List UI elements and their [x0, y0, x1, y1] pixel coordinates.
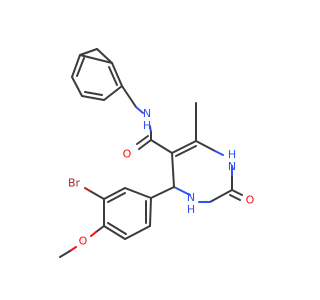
bond	[171, 140, 197, 154]
bond	[195, 140, 216, 152]
bond	[81, 95, 105, 101]
bond	[107, 222, 127, 235]
bond	[124, 225, 151, 240]
bond	[149, 197, 152, 227]
bond	[229, 194, 241, 201]
bond	[150, 186, 175, 199]
bond	[89, 190, 105, 200]
bond	[121, 85, 137, 108]
bond	[150, 139, 173, 154]
bond	[107, 192, 126, 203]
bond	[173, 186, 191, 196]
bond	[79, 54, 113, 64]
bond	[84, 187, 91, 192]
bond	[103, 187, 126, 200]
atom-o-urea: O	[246, 194, 255, 207]
bond	[136, 135, 149, 145]
bond	[124, 187, 152, 199]
bond	[59, 250, 71, 258]
bond	[69, 246, 77, 252]
bond	[111, 62, 123, 87]
bond	[138, 139, 152, 150]
bond	[135, 106, 144, 114]
bond	[95, 225, 105, 233]
bond	[171, 152, 175, 188]
bond	[175, 145, 197, 157]
bond	[103, 85, 123, 101]
bond	[76, 57, 85, 77]
bond	[90, 231, 97, 237]
bond	[71, 76, 83, 97]
bond	[79, 48, 98, 56]
bond	[103, 225, 126, 240]
bond	[214, 150, 224, 156]
bond	[231, 189, 243, 196]
atom-o-methoxy: O	[79, 235, 88, 248]
atom-br: Br	[68, 177, 81, 190]
bond	[149, 125, 152, 133]
bond	[71, 54, 81, 78]
bond	[108, 66, 118, 86]
bond	[96, 48, 113, 64]
atom-o-amide: O	[123, 148, 132, 161]
bonds	[59, 48, 243, 258]
bond	[84, 91, 103, 96]
bond	[209, 189, 233, 203]
